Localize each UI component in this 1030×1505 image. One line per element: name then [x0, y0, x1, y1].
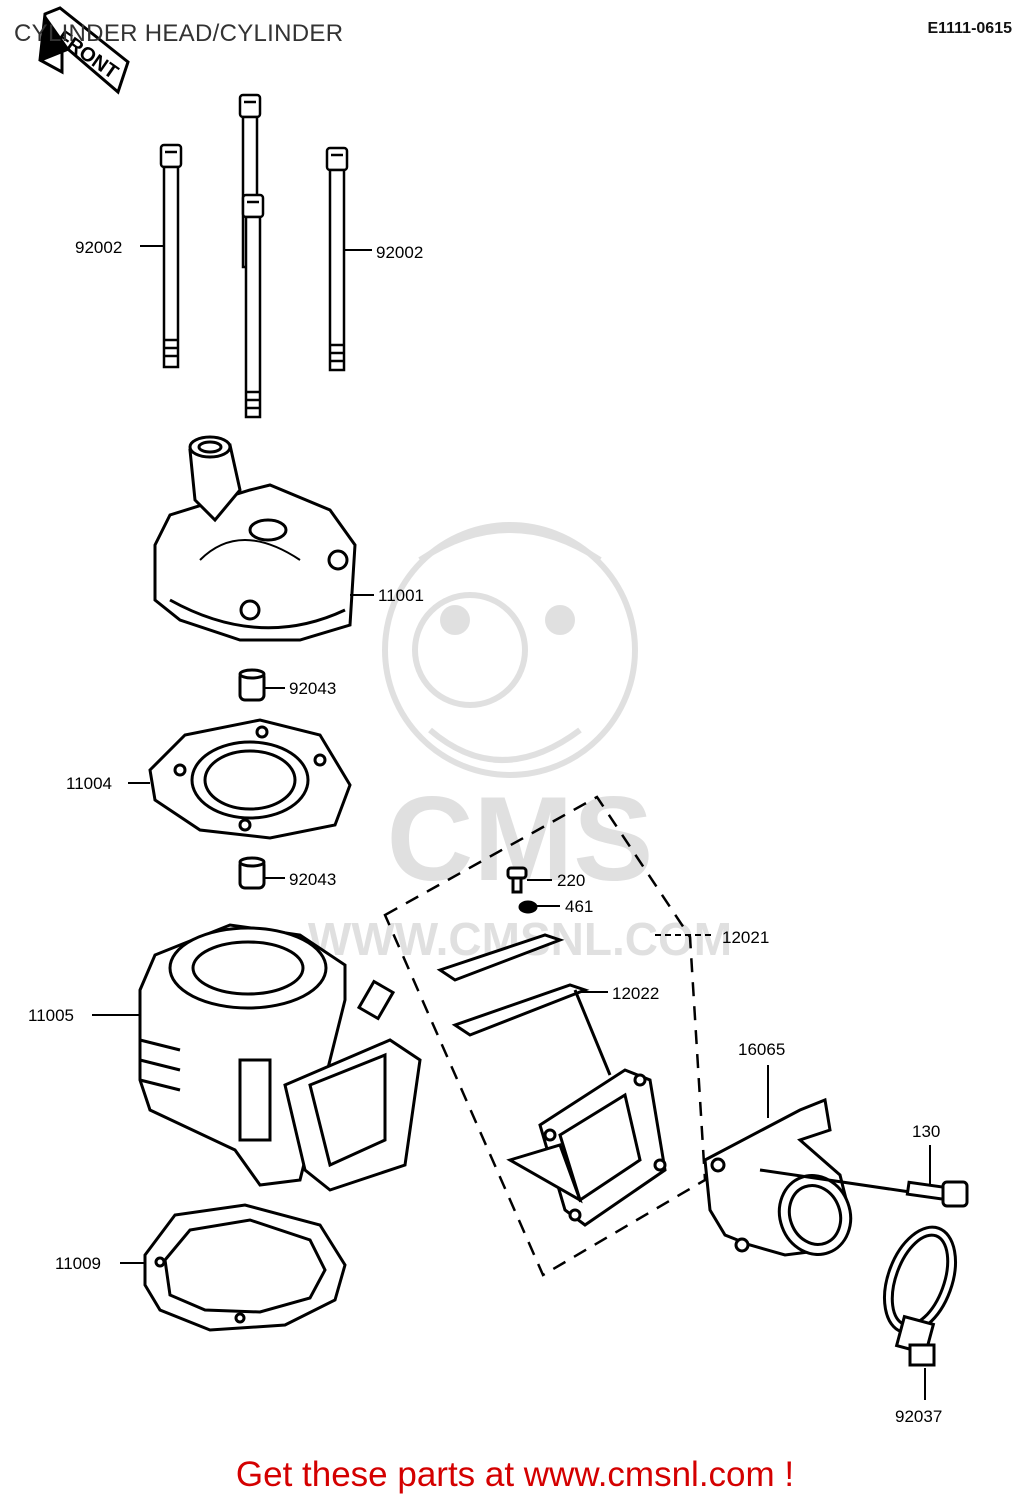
cylinder-head — [153, 435, 357, 642]
label-clamp: 92037 — [895, 1407, 942, 1426]
label-bolts-right: 92002 — [376, 243, 423, 262]
label-base-gasket: 11009 — [55, 1254, 101, 1273]
watermark-url: WWW.CMSNL.COM — [308, 913, 732, 965]
diagram-code: E1111-0615 — [927, 20, 1012, 37]
dowel-pin-upper — [238, 668, 266, 702]
label-reed-valve-assy: 12021 — [722, 928, 769, 947]
stud-bolt-center — [241, 193, 265, 419]
label-dowel-lower: 92043 — [289, 870, 336, 889]
page-title: CYLINDER HEAD/CYLINDER — [14, 20, 344, 47]
cylinder-body — [138, 923, 422, 1192]
screw-220 — [506, 866, 528, 894]
intake-pipe — [703, 1097, 853, 1257]
stud-bolt-left — [159, 143, 183, 369]
label-bolts-left: 92002 — [75, 238, 122, 257]
label-washer: 461 — [565, 897, 593, 916]
label-cylinder-head: 11001 — [378, 586, 424, 605]
reed-valve-assy-box — [383, 795, 707, 1277]
label-screw: 220 — [557, 871, 585, 890]
hose-clamp — [883, 1225, 957, 1367]
part-labels: 92002 92002 11001 92043 11004 92043 220 … — [28, 238, 942, 1426]
washer-461 — [518, 900, 538, 914]
cms-watermark-logo — [382, 522, 638, 778]
label-intake-pipe: 16065 — [738, 1040, 785, 1059]
stud-bolts — [159, 93, 349, 419]
stud-bolt-right — [325, 146, 349, 372]
head-gasket — [148, 718, 352, 840]
dowel-pin-lower — [238, 856, 266, 890]
label-dowel-upper: 92043 — [289, 679, 336, 698]
flange-bolt-130 — [759, 1168, 969, 1208]
reed-valve-parts — [436, 866, 667, 1227]
label-cylinder: 11005 — [28, 1006, 74, 1025]
leader-lines — [92, 245, 931, 1400]
promo-link[interactable]: Get these parts at www.cmsnl.com ! — [235, 1455, 795, 1494]
label-reed: 12022 — [612, 984, 659, 1003]
label-head-gasket: 11004 — [66, 774, 112, 793]
base-gasket — [143, 1203, 347, 1332]
label-bolt: 130 — [912, 1122, 940, 1141]
